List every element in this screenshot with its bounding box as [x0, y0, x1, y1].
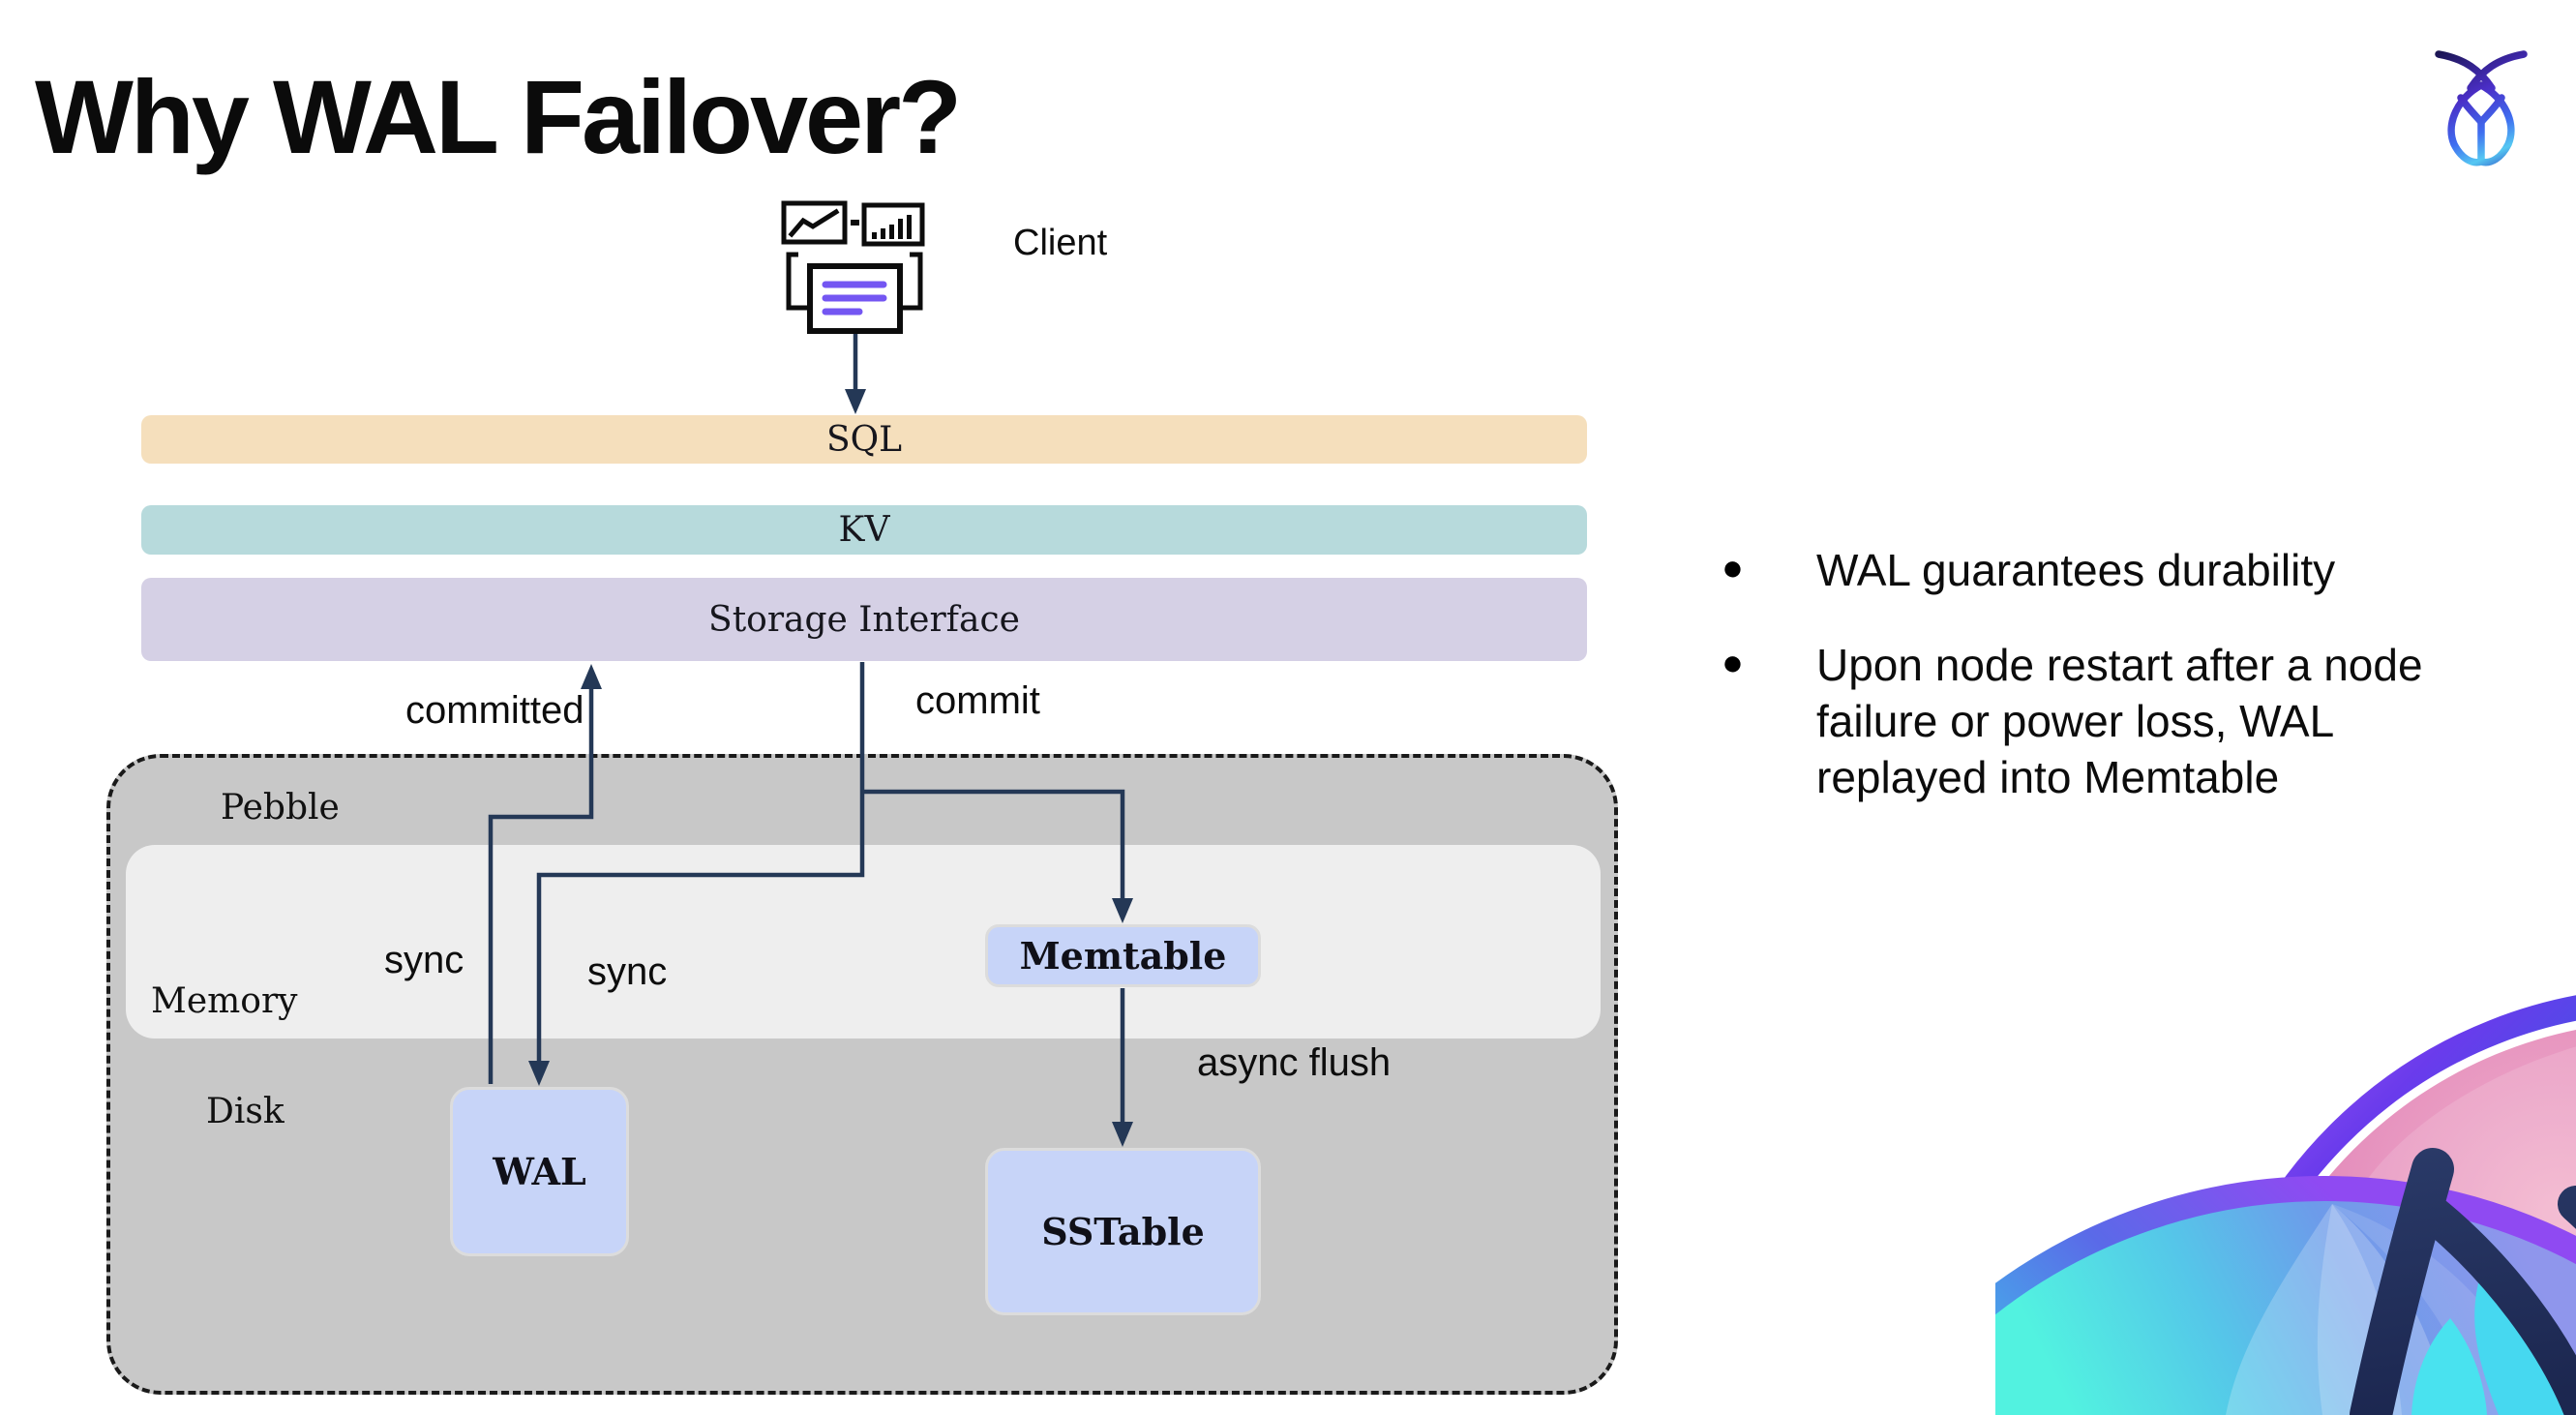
sql-layer-bar: SQL: [141, 415, 1587, 464]
arrowhead-down-sql: [845, 389, 866, 414]
memtable-label: Memtable: [1019, 934, 1227, 978]
kv-layer-bar: KV: [141, 505, 1587, 555]
memory-band: [126, 845, 1601, 1039]
bullet-item: WAL guarantees durability: [1718, 540, 2436, 598]
bullet-text: Upon node restart after a node failure o…: [1816, 640, 2423, 802]
wal-label: WAL: [493, 1150, 586, 1193]
bullet-item: Upon node restart after a node failure o…: [1718, 635, 2436, 805]
storage-interface-label: Storage Interface: [708, 599, 1020, 640]
pebble-label: Pebble: [221, 788, 340, 828]
cockroachdb-logo-icon: [2435, 50, 2528, 166]
wal-node: WAL: [450, 1087, 629, 1256]
storage-interface-layer-bar: Storage Interface: [141, 578, 1587, 661]
memtable-node: Memtable: [985, 924, 1261, 987]
bullet-list: WAL guarantees durability Upon node rest…: [1718, 540, 2492, 844]
arrowhead-up-committed: [581, 664, 602, 689]
sync-left-edge-label: sync: [384, 939, 464, 981]
bullet-text: WAL guarantees durability: [1816, 545, 2336, 595]
sql-layer-label: SQL: [825, 419, 903, 460]
committed-edge-label: committed: [405, 689, 584, 732]
memory-label: Memory: [151, 981, 298, 1021]
cockroachdb-sphere-art: [1995, 960, 2576, 1415]
page-title: Why WAL Failover?: [35, 58, 962, 175]
bar-chart-icon: [851, 215, 912, 239]
document-lines-icon: [822, 281, 887, 316]
sstable-label: SSTable: [1041, 1210, 1205, 1253]
sstable-node: SSTable: [985, 1148, 1261, 1315]
client-icon: [781, 200, 925, 334]
async-flush-edge-label: async flush: [1197, 1041, 1392, 1084]
sync-right-edge-label: sync: [587, 950, 668, 993]
client-label: Client: [1013, 223, 1108, 263]
kv-layer-label: KV: [838, 510, 890, 550]
disk-label: Disk: [206, 1092, 285, 1131]
commit-edge-label: commit: [915, 679, 1040, 722]
